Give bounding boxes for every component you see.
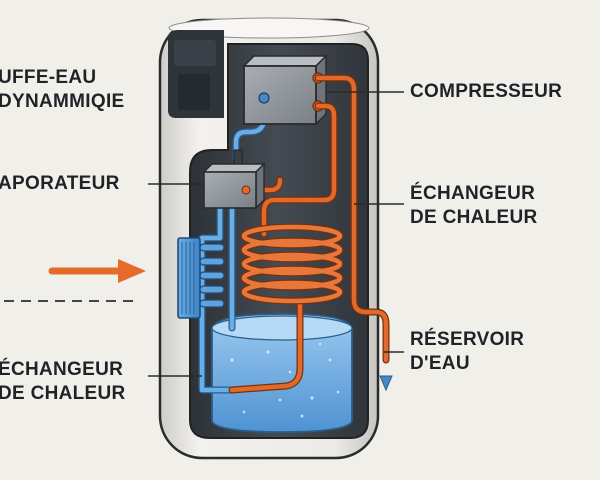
compressor-label: COMPRESSEUR bbox=[410, 81, 563, 102]
exchanger-label-line2: DE CHALEUR bbox=[0, 383, 126, 404]
water-tank bbox=[211, 313, 353, 433]
evaporator-label: APORATEUR bbox=[0, 173, 120, 194]
compressor bbox=[242, 54, 328, 126]
hot-refrigerant-pipes bbox=[228, 74, 390, 394]
evaporator bbox=[202, 149, 266, 210]
title-label-line1: UFFE-EAU bbox=[0, 67, 97, 88]
tank-label-line1: RÉSERVOIR bbox=[410, 329, 525, 350]
condenser-coil bbox=[240, 223, 344, 305]
condenser-label-line1: ÉCHANGEUR bbox=[410, 183, 536, 204]
leader-lines bbox=[148, 91, 404, 377]
control-panel bbox=[168, 30, 224, 118]
title-label-line2: DYNAMMIQIE bbox=[0, 91, 125, 112]
inflow-arrow bbox=[48, 259, 146, 283]
water-outlet-arrow bbox=[379, 375, 393, 392]
finned-heat-exchanger bbox=[177, 237, 225, 319]
condenser-label-line2: DE CHALEUR bbox=[410, 207, 538, 228]
exchanger-label-line1: ÉCHANGEUR bbox=[0, 359, 124, 380]
tank-label-line2: D'EAU bbox=[410, 353, 470, 374]
